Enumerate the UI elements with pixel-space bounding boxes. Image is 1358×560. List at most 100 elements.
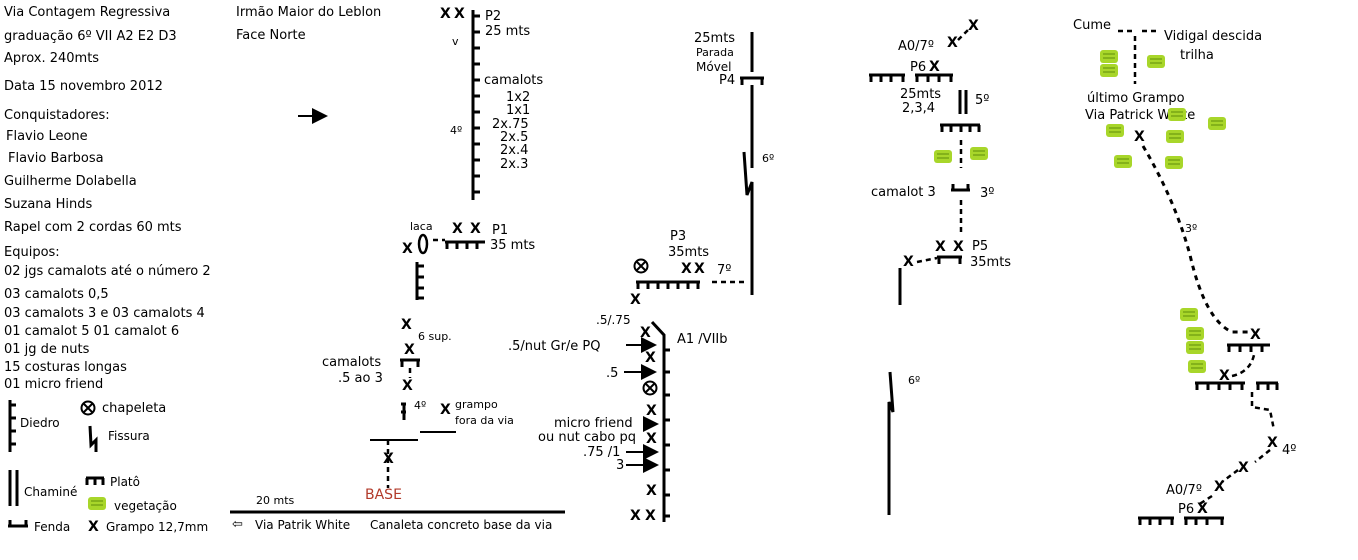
bolt: X <box>646 403 657 419</box>
bolt: X <box>640 325 651 341</box>
bolt: X <box>383 451 394 467</box>
route-grade: graduação 6º VII A2 E2 D3 <box>4 29 177 44</box>
parada-label: Parada <box>696 46 734 59</box>
legend-plato-label: Platô <box>110 475 140 489</box>
plato-mid <box>940 123 981 132</box>
gear-item: 01 camalot 5 01 camalot 6 <box>4 324 179 339</box>
legend: Diedro chapeleta Fissura Chaminé Platô v… <box>8 400 208 535</box>
aid-grade-label: A1 /VIIb <box>677 332 728 347</box>
bolt: X <box>470 221 481 237</box>
plato-symbol <box>85 476 105 485</box>
belay-p4-label: P4 <box>719 73 735 88</box>
route-line <box>1254 449 1271 463</box>
bolt: X <box>646 483 657 499</box>
p4-length: 25mts <box>694 31 735 46</box>
grampo-fora-label-2: fora da via <box>455 414 514 427</box>
nut-label: .5/nut Gr/e PQ <box>508 339 601 354</box>
summit-label: Cume <box>1073 18 1111 33</box>
belay-p2-label: P2 <box>485 9 501 24</box>
size-label: .75 /1 <box>583 445 620 460</box>
fenda-symbol <box>8 520 28 528</box>
pitch-5-6: X A0/7º X P6 X 25mts 2,3,4 5º camalot 3 … <box>869 18 1011 515</box>
vegetation-icon <box>1099 49 1119 64</box>
route-line <box>957 29 969 41</box>
conqueror-item: Flavio Leone <box>6 129 88 144</box>
bolt: X <box>1214 479 1225 495</box>
vegetation-icon <box>1167 107 1187 122</box>
p2-length: 25 mts <box>485 24 530 39</box>
laca-label: laca <box>410 220 433 233</box>
conquerors-title: Conquistadores: <box>4 108 110 123</box>
gear-item: 03 camalots 0,5 <box>4 287 109 302</box>
length-label: 25mts <box>900 87 941 102</box>
camalot-size: 1x2 <box>506 90 530 105</box>
sup-label: 6 sup. <box>418 330 452 343</box>
bolt: X <box>630 292 641 308</box>
descent-trail <box>1118 29 1160 84</box>
vegetation-icon <box>1185 340 1205 355</box>
camalots-title: camalots <box>484 73 543 88</box>
size-label: 3 <box>616 458 624 473</box>
route-line <box>1250 392 1276 431</box>
bolt: X <box>646 431 657 447</box>
conqueror-item: Guilherme Dolabella <box>4 174 137 189</box>
gear-item: 15 costuras longas <box>4 360 127 375</box>
bolt: X <box>1238 460 1249 476</box>
plato-p6 <box>869 73 953 82</box>
p5-length: 35mts <box>970 255 1011 270</box>
bolt: X <box>935 239 946 255</box>
grade-label: 5º <box>975 93 989 108</box>
bolt: X <box>1197 501 1208 517</box>
route-line <box>1231 354 1256 378</box>
grade-label: 6º <box>762 152 774 165</box>
legend-chapeleta-label: chapeleta <box>102 401 166 416</box>
ledges <box>370 431 456 441</box>
distance-label: 20 mts <box>256 494 295 507</box>
grade-label: 4º <box>414 399 426 412</box>
belay-p6-label: P6 <box>1178 502 1194 517</box>
vegetation-icon <box>1179 307 1199 322</box>
bolt: X <box>1134 129 1145 145</box>
legend-chamine-label: Chaminé <box>24 485 77 499</box>
grade-label: 4º <box>1282 443 1296 458</box>
fenda-p1 <box>400 358 420 367</box>
route-line <box>916 256 938 264</box>
vegetation-icon <box>1187 359 1207 374</box>
bolt: X <box>630 508 641 524</box>
plato-p5 <box>937 255 962 264</box>
bolt: X <box>402 378 413 394</box>
route-line <box>1221 469 1239 483</box>
plato-p3 <box>636 280 700 289</box>
last-bolt-label-2: Via Patrick White <box>1085 108 1195 123</box>
bolt: X <box>401 317 412 333</box>
plato-bottom <box>1138 516 1224 525</box>
vegetation-icon <box>1113 154 1133 169</box>
bolt: X <box>968 18 979 34</box>
route-length: Aprox. 240mts <box>4 51 99 66</box>
bolt: X <box>452 221 463 237</box>
vegetation-icon <box>1146 54 1166 69</box>
diedro-ticks <box>664 348 670 518</box>
rappel-info: Rapel com 2 cordas 60 mts <box>4 220 182 235</box>
vegetation-icon <box>1185 326 1205 341</box>
bolt: X <box>645 350 656 366</box>
gear-item: 02 jgs camalots até o número 2 <box>4 264 211 279</box>
chapeleta-icon <box>633 258 649 274</box>
route-name: Via Contagem Regressiva <box>4 5 170 20</box>
size-label: .5 <box>606 366 618 381</box>
route-date: Data 15 novembro 2012 <box>4 79 163 94</box>
bolt: X <box>947 35 958 51</box>
belay-p3-label: P3 <box>670 229 686 244</box>
bolt: X <box>402 241 413 257</box>
vegetation-icon <box>1165 129 1185 144</box>
p1-length: 35 mts <box>490 238 535 253</box>
belay-p6-label: P6 <box>910 60 926 75</box>
vegetation-icon <box>87 496 107 511</box>
bolt: X <box>694 261 705 277</box>
diedro-pitch-1 <box>415 262 424 300</box>
camalot-size: 2x.5 <box>500 130 528 145</box>
laca-flake-icon <box>417 233 429 255</box>
pitch-1-2: X X P2 25 mts v camalots 1x2 1x1 2x.75 2… <box>230 6 565 532</box>
camalot-size: 2x.4 <box>500 143 528 158</box>
camalots-range: .5 ao 3 <box>338 371 383 386</box>
